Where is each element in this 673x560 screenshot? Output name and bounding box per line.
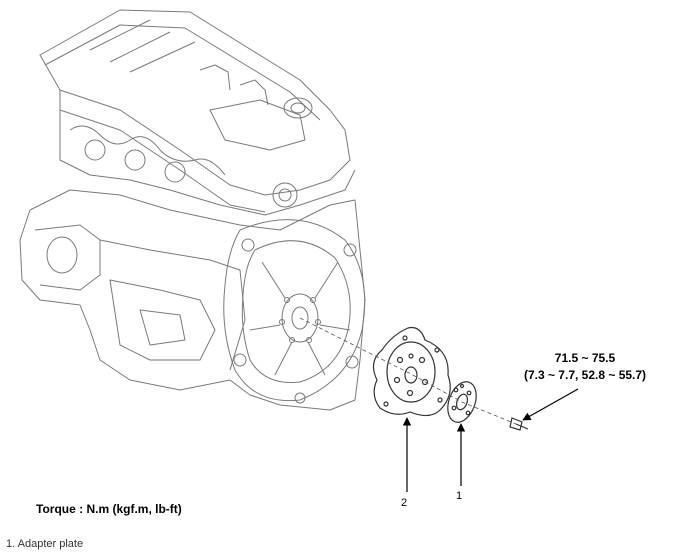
alignment-line <box>299 317 517 425</box>
torque-leader <box>522 388 579 421</box>
adapter-plate <box>447 381 477 423</box>
callout-number-2: 2 <box>401 497 408 509</box>
bolt <box>509 417 529 431</box>
callout-number-1: 1 <box>456 490 463 502</box>
torque-value-line-1: 71.5 ~ 75.5 <box>554 351 616 365</box>
torque-value: 71.5 ~ 75.5 (7.3 ~ 7.7, 52.8 ~ 55.7) <box>505 350 665 384</box>
engine-block-drawing <box>19 9 366 411</box>
legend-item: 1. Adapter plate <box>6 538 84 550</box>
drive-plate <box>372 326 451 417</box>
torque-value-line-2: (7.3 ~ 7.7, 52.8 ~ 55.7) <box>523 368 647 382</box>
torque-unit-label: Torque : N.m (kgf.m, lb-ft) <box>36 502 182 516</box>
